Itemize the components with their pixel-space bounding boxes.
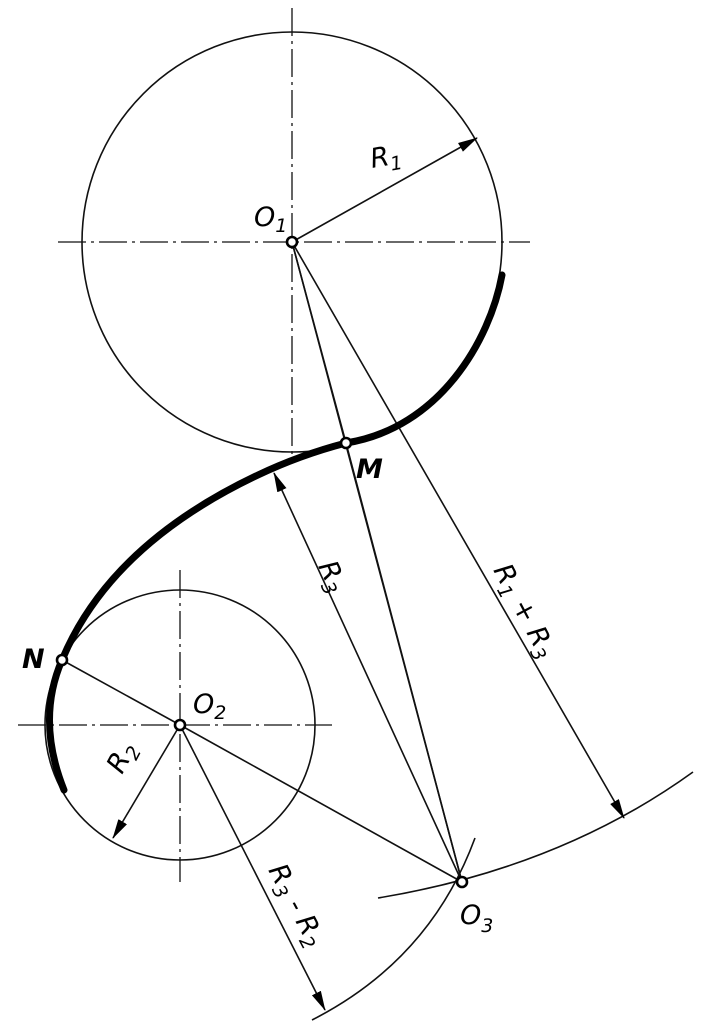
dimension-r1-arrow — [291, 137, 478, 243]
label-r1-plus-r3: R1 + R3 — [483, 559, 562, 665]
label-o2: O2 — [193, 689, 226, 724]
contour-arc-r3 — [58, 439, 350, 664]
line-n-o2 — [61, 659, 181, 726]
arc-r1-plus-r3 — [377, 771, 694, 899]
label-m: M — [356, 454, 383, 485]
point-n — [55, 653, 69, 667]
line-o2-o3 — [179, 724, 463, 883]
line-o1-m — [291, 241, 347, 444]
dimension-r3-minus-r2-arrow — [179, 724, 326, 1011]
point-o3 — [455, 875, 469, 889]
label-r1: R1 — [368, 139, 404, 179]
contour-arc-circle2 — [46, 656, 68, 794]
label-r2: R2 — [101, 736, 146, 780]
dimension-r2-arrow — [112, 724, 181, 839]
line-m-o3 — [345, 442, 463, 883]
arc-r3-minus-r2 — [311, 837, 476, 1021]
point-o2 — [173, 718, 187, 732]
contour-arc-circle1 — [342, 271, 506, 447]
label-o1: O1 — [254, 202, 287, 237]
label-o3: O3 — [460, 900, 493, 937]
point-o1 — [285, 235, 299, 249]
point-m — [339, 436, 353, 450]
label-r3-minus-r2: R3 - R2 — [258, 859, 331, 954]
label-n: N — [22, 644, 45, 675]
dimension-r1-plus-r3-arrow — [291, 241, 625, 819]
dimension-r3-arrow — [273, 472, 463, 883]
